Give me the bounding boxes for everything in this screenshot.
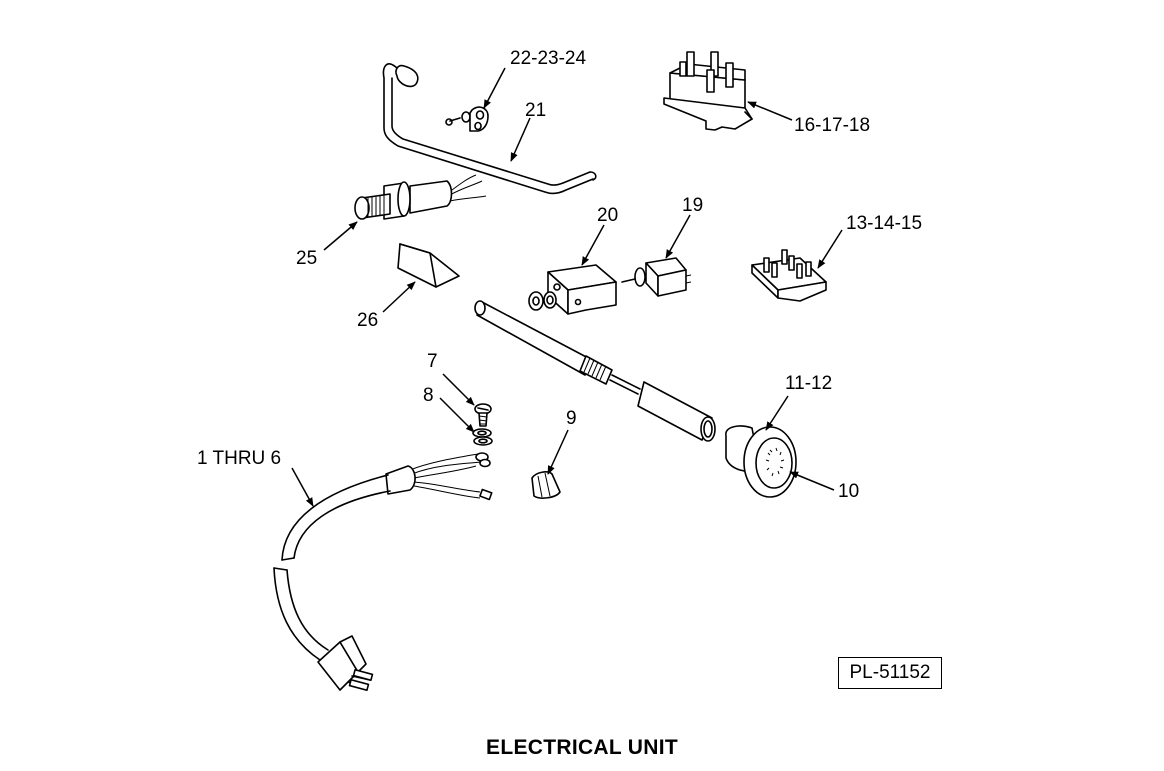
callout-7: 7: [427, 351, 438, 372]
part-1-thru-6-power-cord: [273, 452, 493, 692]
part-21-tube: [382, 63, 597, 195]
part-10-11-12-knob: [725, 425, 797, 498]
callout-9: 9: [566, 408, 577, 429]
callout-25: 25: [296, 248, 317, 269]
part-20-block: [547, 264, 617, 315]
thermostat-rod: [474, 300, 716, 442]
part-8-washer: [472, 428, 493, 446]
nut-and-washer: [528, 291, 557, 311]
callout-11-12: 11-12: [785, 373, 832, 394]
callout-26: 26: [357, 310, 378, 331]
callout-13-14-15: 13-14-15: [846, 213, 922, 234]
part-22-23-24-clamp: [445, 106, 489, 132]
part-16-17-18-relay: [663, 51, 753, 131]
callout-labels: 22-23-24 21 16-17-18 25 20 19 13-14-15 2…: [197, 48, 922, 502]
part-26-bracket: [397, 243, 460, 288]
callout-8: 8: [423, 385, 434, 406]
part-7-screw: [474, 403, 492, 427]
callout-22-23-24: 22-23-24: [510, 48, 586, 69]
part-25-sensor: [354, 174, 487, 220]
leader-lines: [291, 67, 843, 507]
callout-16-17-18: 16-17-18: [794, 115, 870, 136]
part-19-switch: [621, 257, 692, 297]
callout-21: 21: [525, 100, 546, 121]
plate-number: PL-51152: [838, 657, 942, 689]
callout-10: 10: [838, 481, 859, 502]
callout-20: 20: [597, 205, 618, 226]
callout-1-thru-6: 1 THRU 6: [197, 448, 281, 469]
part-13-14-15-terminal-block: [751, 249, 827, 302]
callout-19: 19: [682, 195, 703, 216]
part-9-wire-nut: [531, 471, 561, 499]
figure-title: ELECTRICAL UNIT: [486, 736, 678, 759]
